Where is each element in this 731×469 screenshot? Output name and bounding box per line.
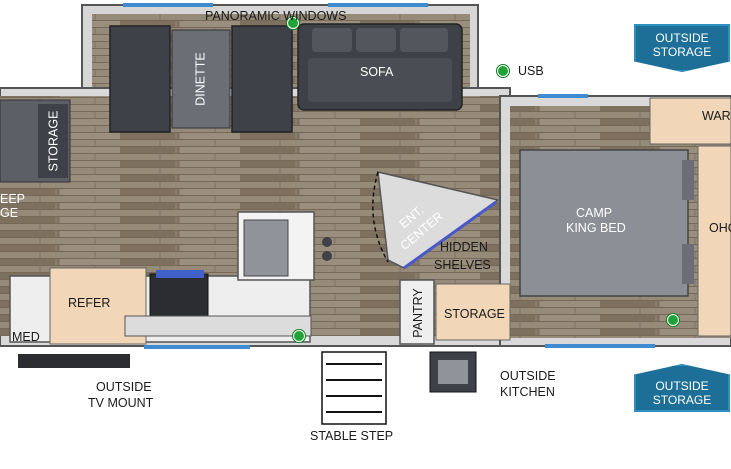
label-stable-step: STABLE STEP bbox=[310, 429, 394, 443]
kitchen-counter bbox=[9, 267, 312, 345]
badge-bottom-line-1: OUTSIDE bbox=[655, 379, 709, 393]
label-hidden-shelves-1: HIDDEN bbox=[440, 240, 488, 254]
label-sofa: SOFA bbox=[360, 65, 394, 79]
badge-bottom-line-2: STORAGE bbox=[652, 393, 712, 407]
pantry-storage bbox=[399, 279, 511, 345]
label-refer: REFER bbox=[68, 296, 111, 310]
label-outside-kitchen-2: KITCHEN bbox=[500, 385, 555, 399]
sink-island bbox=[237, 211, 332, 281]
badge-top-line-1: OUTSIDE bbox=[655, 31, 709, 45]
wardrobe bbox=[649, 97, 731, 337]
label-camp-king-bed-2: KING BED bbox=[566, 221, 626, 235]
label-closet-partial: OHO bbox=[709, 221, 731, 235]
label-wardrobe-partial: WAR bbox=[702, 109, 731, 123]
badge-top-line-2: STORAGE bbox=[652, 45, 712, 59]
label-storage-mid: STORAGE bbox=[444, 307, 505, 321]
label-outside-kitchen-1: OUTSIDE bbox=[500, 369, 556, 383]
tv-mount bbox=[18, 354, 130, 368]
usb-dot-icon bbox=[497, 65, 509, 77]
label-usb: USB bbox=[518, 64, 544, 78]
label-pantry: PANTRY bbox=[410, 288, 425, 338]
windows bbox=[123, 3, 655, 349]
outside-kitchen bbox=[429, 351, 477, 393]
camp-king-bed bbox=[519, 149, 694, 297]
ent-center bbox=[372, 171, 500, 270]
label-panoramic-windows: PANORAMIC WINDOWS bbox=[205, 9, 347, 23]
label-sleep-partial-2: GE bbox=[0, 206, 19, 220]
sofa bbox=[297, 23, 463, 111]
usb-dot-icon bbox=[287, 17, 299, 29]
usb-dot-icon bbox=[293, 330, 305, 342]
label-camp-king-bed-1: CAMP bbox=[576, 206, 613, 220]
outside-storage-badge-top: OUTSIDE STORAGE bbox=[634, 24, 730, 72]
label-outside-tv-mount-1: OUTSIDE bbox=[96, 380, 152, 394]
label-dinette: DINETTE bbox=[193, 52, 208, 106]
label-sleep-partial: EEP bbox=[0, 192, 26, 206]
dinette bbox=[109, 25, 293, 133]
steps-icon bbox=[321, 351, 387, 425]
left-storage bbox=[0, 99, 71, 183]
usb-dot-icon bbox=[667, 314, 679, 326]
label-outside-tv-mount-2: TV MOUNT bbox=[88, 396, 154, 410]
outside-storage-badge-bottom: OUTSIDE STORAGE bbox=[634, 364, 730, 412]
label-med: MED bbox=[12, 330, 40, 344]
label-hidden-shelves-2: SHELVES bbox=[434, 258, 491, 272]
label-storage-left: STORAGE bbox=[46, 110, 61, 172]
